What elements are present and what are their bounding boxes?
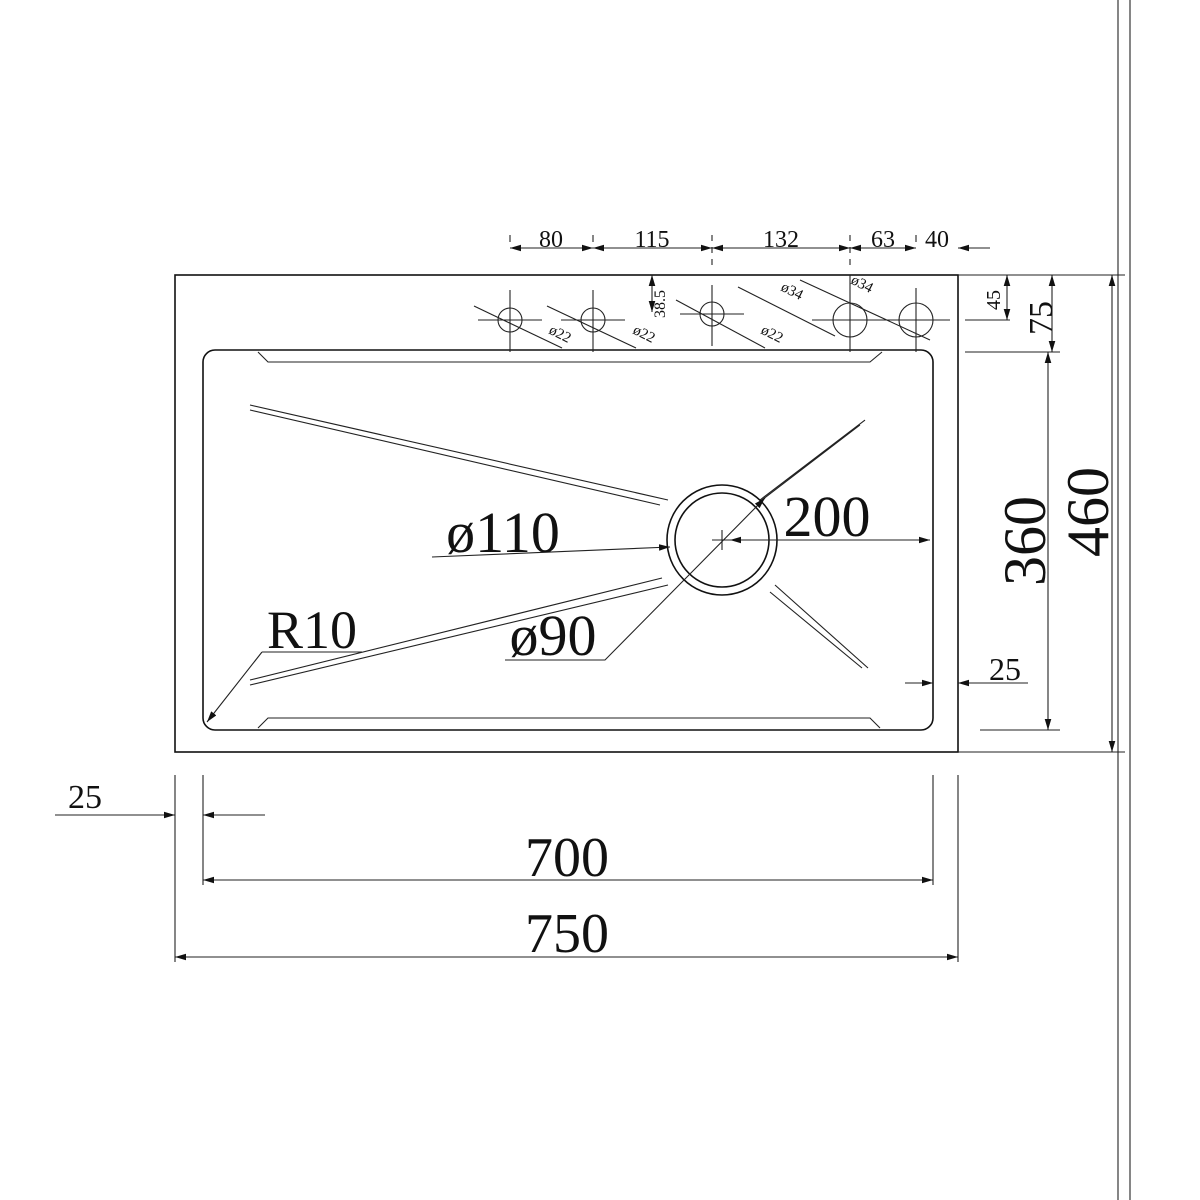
dim-label-45: 45	[983, 290, 1005, 310]
hole-1	[473, 290, 563, 352]
drain-offset-label: 200	[784, 484, 871, 549]
groove-line	[757, 419, 866, 504]
groove-line	[249, 404, 669, 506]
hole-2	[546, 290, 637, 352]
dim-label: 132	[763, 227, 799, 253]
dim-label-700: 700	[525, 827, 609, 889]
bowl-top-ledge	[257, 351, 883, 363]
dim-line-110	[431, 544, 671, 558]
dim-label: 80	[539, 227, 563, 253]
hole-label: ø22	[546, 322, 573, 346]
sink-outline	[174, 274, 959, 753]
bowl-outline	[202, 349, 934, 731]
groove-line	[769, 584, 869, 669]
dim-label: 115	[634, 227, 669, 253]
drain-inner-label: ø90	[510, 603, 597, 668]
dim-label-460: 460	[1055, 467, 1121, 557]
drain-outer-label: ø110	[446, 500, 560, 565]
dim-label-25-right: 25	[989, 651, 1021, 687]
dim-label: 40	[925, 227, 949, 253]
top-dimension-chain	[509, 235, 990, 270]
hole-4	[737, 275, 888, 352]
dim-label-75: 75	[1023, 301, 1060, 335]
dim-line-r10	[207, 651, 362, 722]
bowl-bottom-ledge	[257, 717, 881, 729]
corner-radius-label: R10	[267, 600, 357, 660]
hole-label: ø22	[630, 322, 657, 346]
dim-label-750: 750	[525, 903, 609, 965]
dim-label-360: 360	[992, 496, 1058, 586]
hole-label: ø34	[848, 272, 876, 297]
hole-3	[675, 285, 766, 349]
dim-line-90	[505, 497, 766, 661]
groove-line	[249, 577, 669, 686]
hole-5	[799, 279, 950, 352]
hole-label: ø22	[758, 322, 785, 346]
dim-label-38-5: 38.5	[652, 290, 669, 318]
dim-label-25-left: 25	[68, 779, 102, 816]
faucet-holes	[473, 275, 950, 352]
hole-label: ø34	[778, 279, 806, 304]
dim-label: 63	[871, 227, 895, 253]
